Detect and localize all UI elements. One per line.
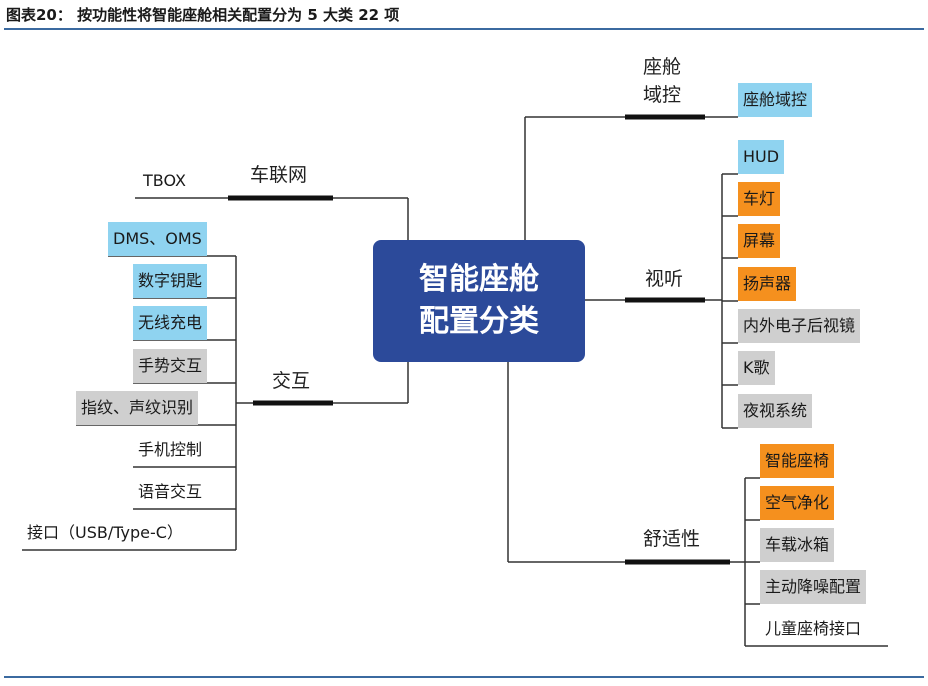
- top-rule: [4, 28, 924, 30]
- center-label-line1: 智能座舱: [419, 262, 539, 297]
- center-node: 智能座舱 配置分类: [373, 240, 585, 362]
- category-cockpit-domain-line2: 域控: [643, 84, 682, 106]
- leaf-tbox: TBOX: [143, 171, 186, 190]
- leaf-child-seat: 儿童座椅接口: [765, 619, 862, 638]
- leaf-cockpit-domain-control: 座舱域控: [738, 83, 813, 117]
- leaf-lights: 车灯: [738, 182, 781, 216]
- leaf-anc: 主动降噪配置: [760, 570, 867, 604]
- leaf-speaker: 扬声器: [738, 267, 797, 301]
- category-audio-visual: 视听: [645, 268, 684, 290]
- leaf-digital-key: 数字钥匙: [133, 264, 208, 298]
- category-comfort: 舒适性: [643, 528, 701, 550]
- leaf-mirror: 内外电子后视镜: [738, 309, 861, 343]
- leaf-night-vision: 夜视系统: [738, 394, 813, 428]
- leaf-fingerprint-voiceprint: 指纹、声纹识别: [76, 391, 199, 425]
- leaf-hud: HUD: [738, 140, 785, 174]
- leaf-screen: 屏幕: [738, 224, 781, 258]
- category-iov: 车联网: [250, 164, 308, 186]
- leaf-air-purify: 空气净化: [760, 486, 835, 520]
- leaf-wireless-charging: 无线充电: [133, 306, 208, 340]
- category-cockpit-domain-line1: 座舱: [643, 56, 682, 78]
- leaf-voice: 语音交互: [138, 482, 203, 501]
- bottom-rule: [4, 676, 924, 678]
- leaf-fridge: 车载冰箱: [760, 528, 835, 562]
- leaf-dms-oms: DMS、OMS: [108, 222, 207, 256]
- leaf-gesture: 手势交互: [133, 349, 208, 383]
- center-label-line2: 配置分类: [419, 304, 539, 339]
- leaf-phone-control: 手机控制: [138, 440, 203, 459]
- leaf-karaoke: K歌: [738, 351, 775, 385]
- figure-title: 图表20： 按功能性将智能座舱相关配置分为 5 大类 22 项: [6, 6, 400, 24]
- category-interaction: 交互: [272, 370, 311, 392]
- leaf-smart-seat: 智能座椅: [760, 444, 835, 478]
- leaf-usb: 接口（USB/Type-C）: [27, 523, 183, 542]
